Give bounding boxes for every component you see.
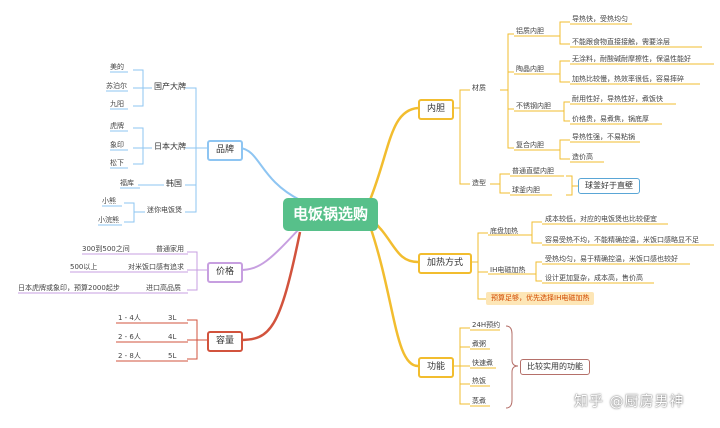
brand-domestic-item-2: 苏泊尔 — [106, 82, 127, 90]
brand-mini-item-2: 小浣熊 — [98, 216, 119, 224]
chassis-item-2: 容易受热不均，不能精确控温，米饭口感略显不足 — [545, 236, 699, 244]
brand-domestic: 国产大牌 — [154, 82, 186, 91]
branch-brand: 品牌 — [207, 140, 244, 161]
material-group-4-item-1: 导热性强，不易粘锅 — [572, 133, 635, 141]
shape-note: 球釜好于直壁 — [578, 178, 640, 194]
heating-ih: IH电磁加热 — [490, 266, 526, 274]
material-group-1: 铝质内胆 — [516, 27, 544, 35]
material-group-2-item-1: 无涂料，耐酸碱耐摩擦性，保温性能好 — [572, 55, 691, 63]
liner-shape: 造型 — [472, 179, 486, 187]
material-group-2-item-2: 加热比较慢，热效率很低，容易摔碎 — [572, 75, 684, 83]
ih-item-1: 受热均匀，易于精确控温，米饭口感也较好 — [545, 255, 678, 263]
capacity-people-1: 1 - 4人 — [118, 314, 141, 322]
branch-heating: 加热方式 — [418, 253, 473, 274]
chassis-item-1: 成本较低，对应的电饭煲也比较便宜 — [545, 215, 657, 223]
shape-item-2: 球釜内胆 — [512, 186, 540, 194]
price-range-1: 300到500之间 — [82, 245, 130, 253]
material-group-3-item-2: 价格贵，易煮焦，锅底厚 — [572, 115, 649, 123]
price-type-3: 进口高品质 — [146, 284, 181, 292]
center-topic: 电饭锅选购 — [283, 198, 379, 231]
material-group-1-item-1: 导热快，受热均匀 — [572, 15, 628, 23]
heating-chassis: 底盘加热 — [490, 227, 518, 235]
watermark: 知乎 @厨房男神 — [574, 394, 685, 410]
branch-price: 价格 — [207, 262, 244, 283]
function-item-3: 快速煮 — [472, 359, 493, 367]
branch-function: 功能 — [418, 357, 455, 378]
brand-japan: 日本大牌 — [154, 142, 186, 151]
capacity-people-3: 2 - 8人 — [118, 352, 141, 360]
material-group-1-item-2: 不能跟食物直接接触，需要涂层 — [572, 38, 670, 46]
branch-liner: 内胆 — [418, 99, 455, 120]
ih-item-2: 设计更加复杂，成本高，售价高 — [545, 274, 643, 282]
capacity-size-1: 3L — [168, 314, 177, 322]
brand-korea-item-1: 福库 — [120, 179, 134, 187]
brand-domestic-item-1: 美的 — [110, 63, 124, 71]
price-type-1: 普通家用 — [156, 245, 184, 253]
brand-japan-item-2: 象印 — [110, 141, 124, 149]
function-item-2: 煮粥 — [472, 340, 486, 348]
price-type-2: 对米饭口感有追求 — [128, 263, 184, 271]
material-group-3: 不锈钢内胆 — [516, 102, 551, 110]
function-note: 比较实用的功能 — [520, 359, 590, 375]
liner-material: 材质 — [472, 84, 486, 92]
branch-capacity: 容量 — [207, 331, 244, 352]
capacity-size-2: 4L — [168, 333, 177, 341]
material-group-4: 复合内胆 — [516, 141, 544, 149]
function-item-1: 24H预约 — [472, 321, 501, 329]
brand-japan-item-3: 松下 — [110, 159, 124, 167]
capacity-size-3: 5L — [168, 352, 177, 360]
price-range-3: 日本虎牌或象印，预算2000起步 — [18, 284, 120, 292]
function-item-4: 热饭 — [472, 377, 486, 385]
material-group-2: 陶晶内胆 — [516, 65, 544, 73]
heating-highlight: 预算足够，优先选择IH电磁加热 — [486, 292, 595, 305]
function-item-5: 蒸煮 — [472, 397, 486, 405]
brand-mini-item-1: 小熊 — [102, 197, 116, 205]
material-group-4-item-2: 造价高 — [572, 153, 593, 161]
shape-item-1: 普通直壁内胆 — [512, 167, 554, 175]
brand-domestic-item-3: 九阳 — [110, 100, 124, 108]
brand-mini: 迷你电饭煲 — [147, 206, 182, 214]
material-group-3-item-1: 耐用性好，导热性好，煮饭快 — [572, 95, 663, 103]
capacity-people-2: 2 - 6人 — [118, 333, 141, 341]
price-range-2: 500以上 — [70, 263, 98, 271]
brand-korea: 韩国 — [166, 179, 182, 188]
brand-japan-item-1: 虎牌 — [110, 122, 124, 130]
